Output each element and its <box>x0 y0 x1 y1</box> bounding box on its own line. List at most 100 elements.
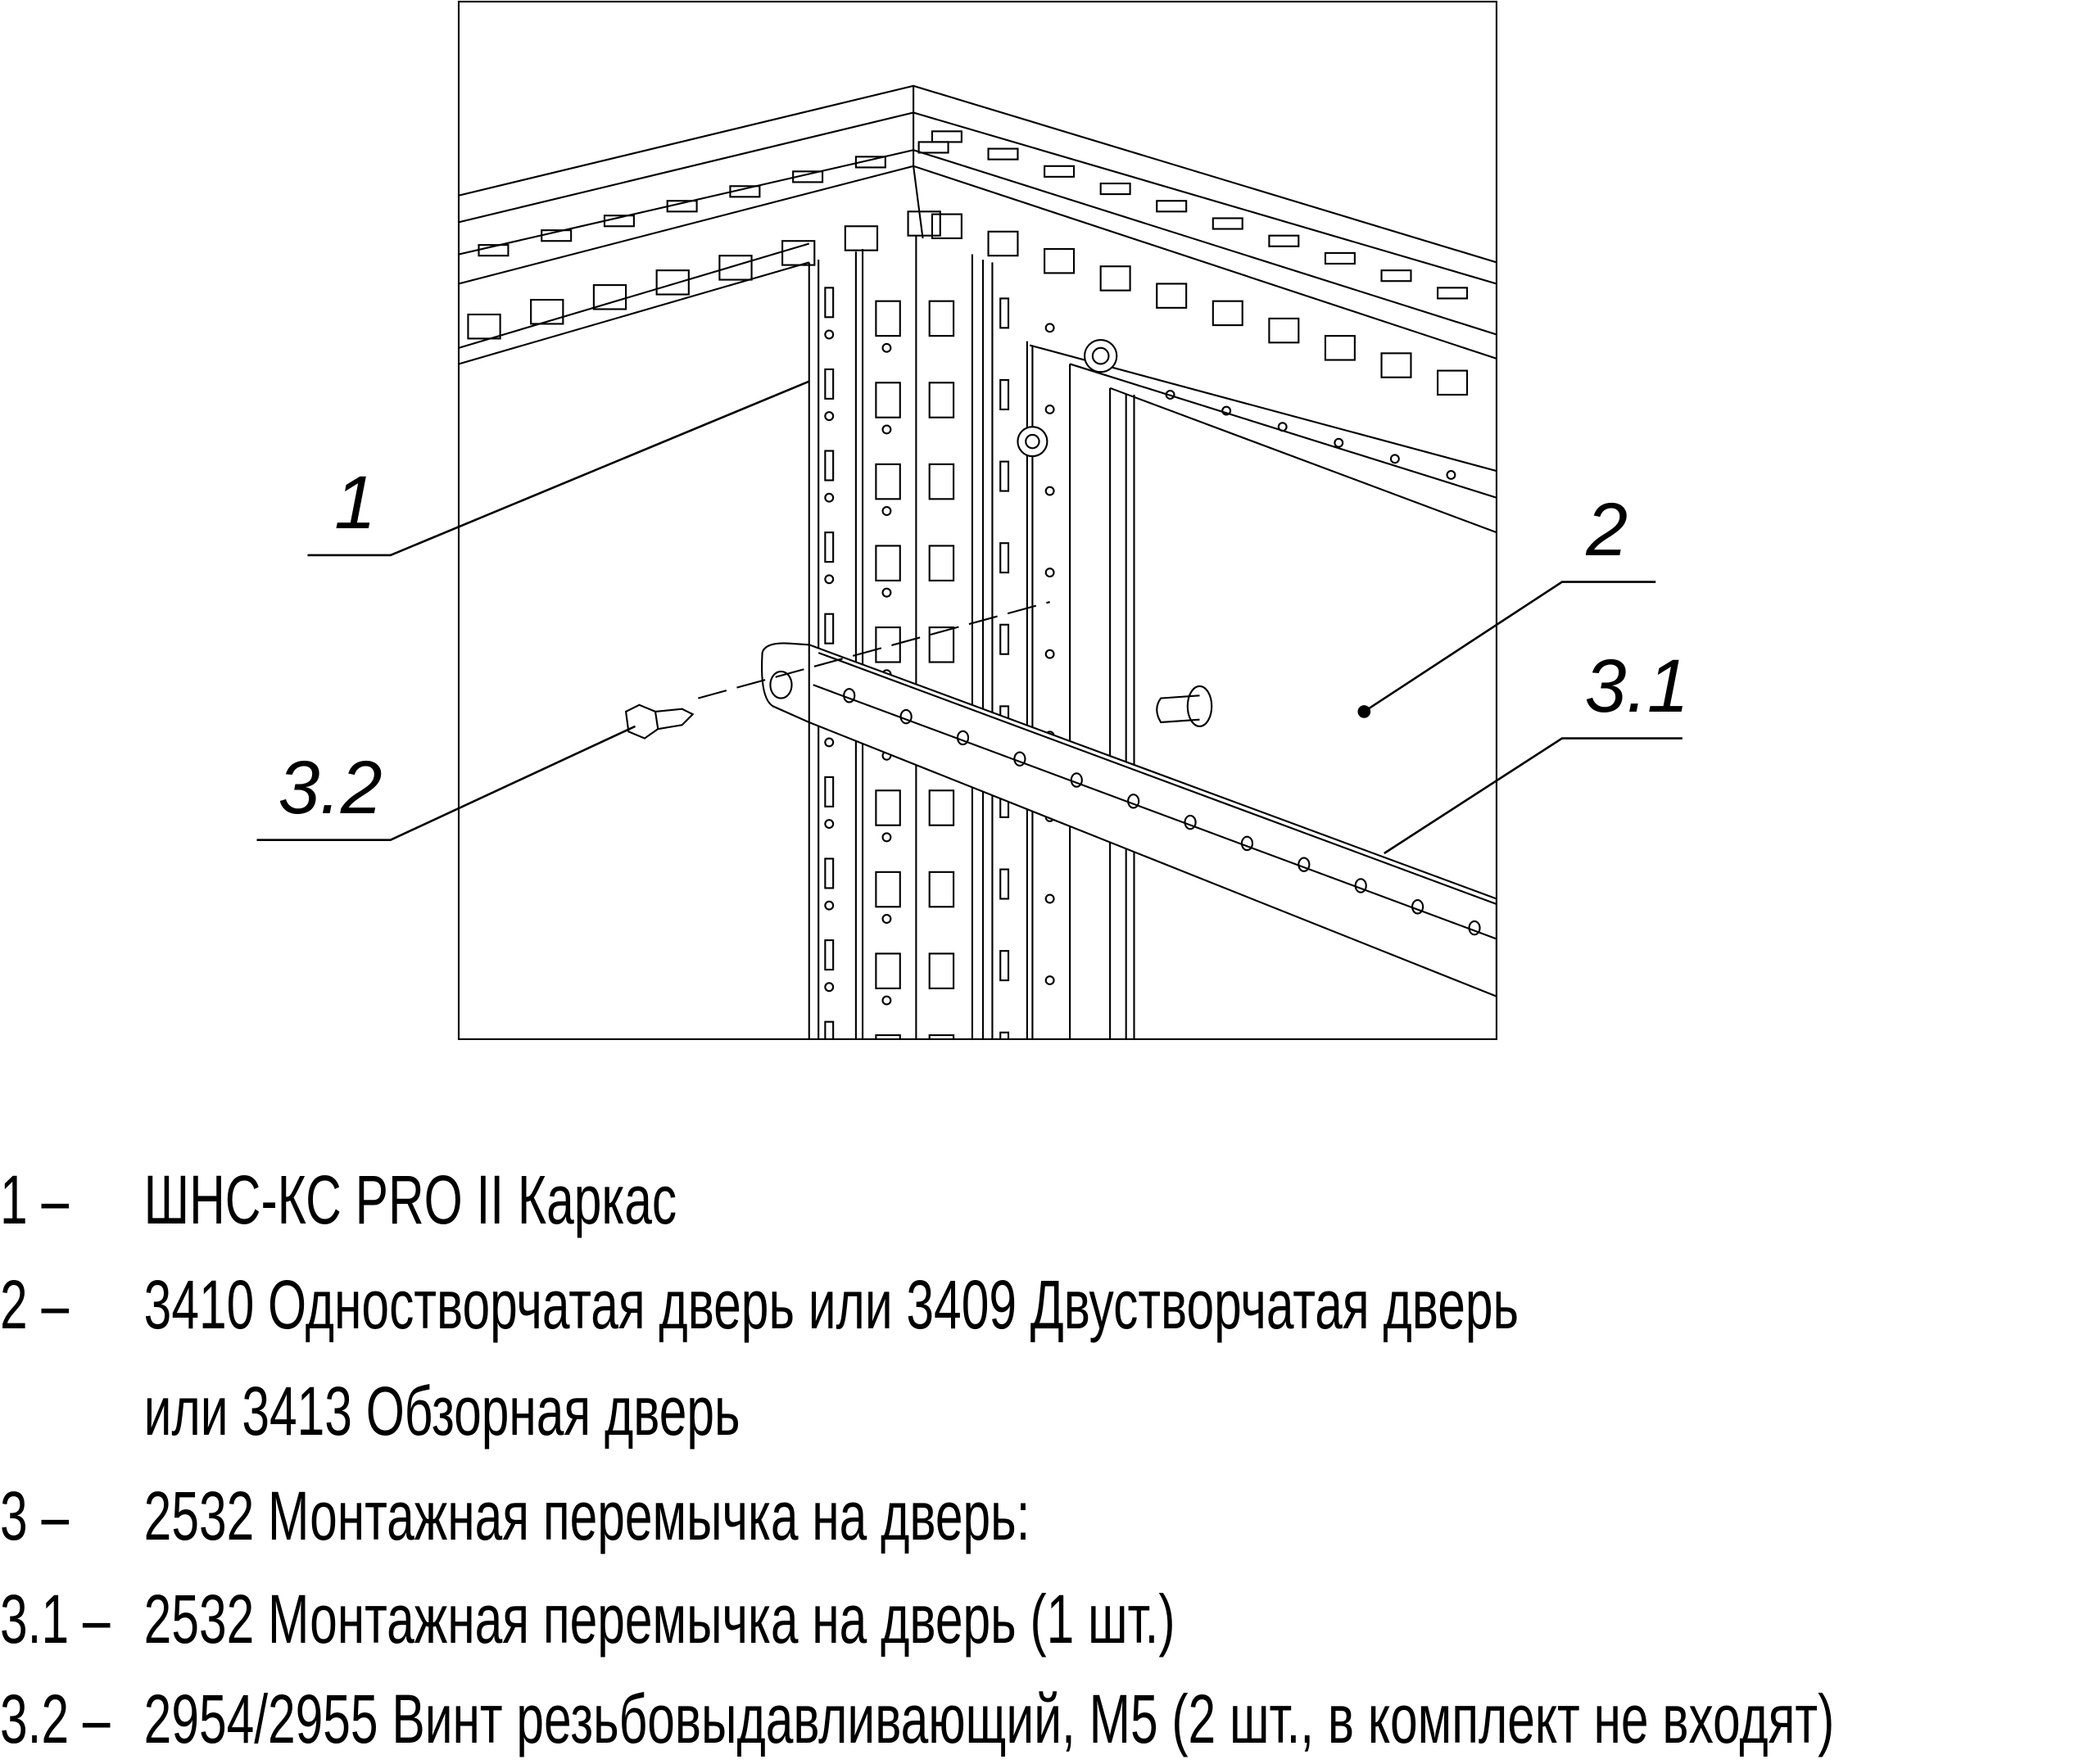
perforation <box>999 297 1010 329</box>
perforation <box>824 1020 835 1039</box>
legend-number: 3 – <box>0 1477 70 1554</box>
perforation <box>1044 649 1055 659</box>
legend-text: или 3413 Обзорная дверь <box>143 1373 741 1450</box>
legend-text: 3410 Одностворчатая дверь или 3409 Двуст… <box>143 1266 1519 1343</box>
perforation <box>1380 352 1412 378</box>
perforation <box>999 623 1010 655</box>
perforation <box>881 914 892 924</box>
legend-item: 3 – 2532 Монтажная перемычка на дверь: <box>0 1471 1030 1561</box>
legend-number: 2 – <box>0 1266 70 1343</box>
perforation <box>781 240 816 266</box>
perforation <box>928 1034 955 1039</box>
perforation <box>1324 251 1356 265</box>
perforation <box>1184 814 1197 830</box>
leader-lines <box>256 380 1683 855</box>
perforation <box>541 229 573 242</box>
perforation <box>1127 794 1140 809</box>
perforation <box>875 626 901 663</box>
perforation <box>881 832 892 843</box>
perforation <box>907 210 941 237</box>
perforation <box>843 688 856 703</box>
perforation <box>1503 487 1511 495</box>
perforation <box>1240 835 1254 852</box>
legend-number: 1 – <box>0 1161 70 1238</box>
legend-item: 1 – ШНС-КС PRO II Каркас <box>0 1155 677 1245</box>
perforation <box>1099 182 1131 196</box>
perforation <box>824 819 835 830</box>
perforation <box>1221 405 1232 416</box>
perforation <box>824 531 835 563</box>
perforation <box>987 147 1019 161</box>
perforation <box>899 708 913 725</box>
legend-item: 3.2 –2954/2955 Винт резьбовыдавливающий,… <box>0 1674 1834 1764</box>
perforation <box>824 737 835 748</box>
perforation <box>824 329 835 340</box>
perforation <box>1044 323 1055 333</box>
perforation <box>1165 390 1175 400</box>
perforation <box>824 613 835 645</box>
perforation <box>824 450 835 482</box>
perforation <box>1070 772 1083 788</box>
perforation <box>875 952 901 989</box>
perforation <box>666 200 698 213</box>
legend-text: 2532 Монтажная перемычка на дверь (1 шт.… <box>143 1581 1175 1658</box>
perforation <box>875 300 901 337</box>
perforation <box>1411 899 1424 915</box>
perforation <box>1446 469 1456 480</box>
perforation <box>875 545 901 581</box>
perforation <box>1044 975 1055 986</box>
perforation <box>999 460 1010 492</box>
perforation <box>881 342 892 353</box>
legend-text: ШНС-КС PRO II Каркас <box>143 1161 677 1238</box>
perforation <box>999 1031 1010 1039</box>
perforation <box>999 868 1010 900</box>
legend-item: 2 – 3410 Одностворчатая дверь или 3409 Дв… <box>0 1260 1519 1350</box>
perforation <box>875 382 901 418</box>
perforation <box>931 130 962 143</box>
perforation <box>824 776 835 807</box>
perforation <box>1380 269 1412 283</box>
perforation <box>875 789 901 826</box>
perforation <box>931 213 962 240</box>
perforation <box>881 506 892 516</box>
perforation <box>478 244 510 257</box>
perforation <box>844 225 879 251</box>
perforation <box>928 545 955 581</box>
perforation <box>467 313 501 340</box>
perforation <box>928 871 955 908</box>
perforation <box>1268 234 1300 247</box>
perforation <box>1044 893 1055 904</box>
perforation <box>928 300 955 337</box>
legend-item: или 3413 Обзорная дверь <box>0 1366 741 1456</box>
perforation <box>792 170 824 183</box>
perforation <box>824 368 835 400</box>
perforation <box>881 424 892 435</box>
callout-1: 1 <box>334 461 376 545</box>
perforation <box>1324 335 1356 361</box>
perforation <box>928 382 955 418</box>
perforation <box>1044 247 1076 274</box>
perforation <box>824 287 835 319</box>
perforation <box>999 378 1010 410</box>
perforation <box>1672 535 1680 543</box>
perforation-slots <box>467 130 1680 1066</box>
perforation <box>1212 217 1243 230</box>
perforation <box>824 982 835 993</box>
perforation <box>928 952 955 989</box>
legend-text: 2532 Монтажная перемычка на дверь: <box>143 1477 1030 1554</box>
perforation <box>928 626 955 663</box>
perforation <box>592 284 627 310</box>
perforation <box>530 299 564 325</box>
perforation <box>928 463 955 500</box>
perforation <box>729 185 761 198</box>
perforation <box>1437 287 1469 300</box>
perforation <box>1046 1058 1054 1066</box>
perforation <box>824 900 835 911</box>
perforation <box>1437 369 1469 396</box>
screw-door-icon <box>1156 685 1213 727</box>
perforation <box>824 939 835 971</box>
perforation <box>824 574 835 585</box>
legend-item: 3.1 –2532 Монтажная перемычка на дверь (… <box>0 1574 1175 1664</box>
perforation <box>1099 265 1131 292</box>
